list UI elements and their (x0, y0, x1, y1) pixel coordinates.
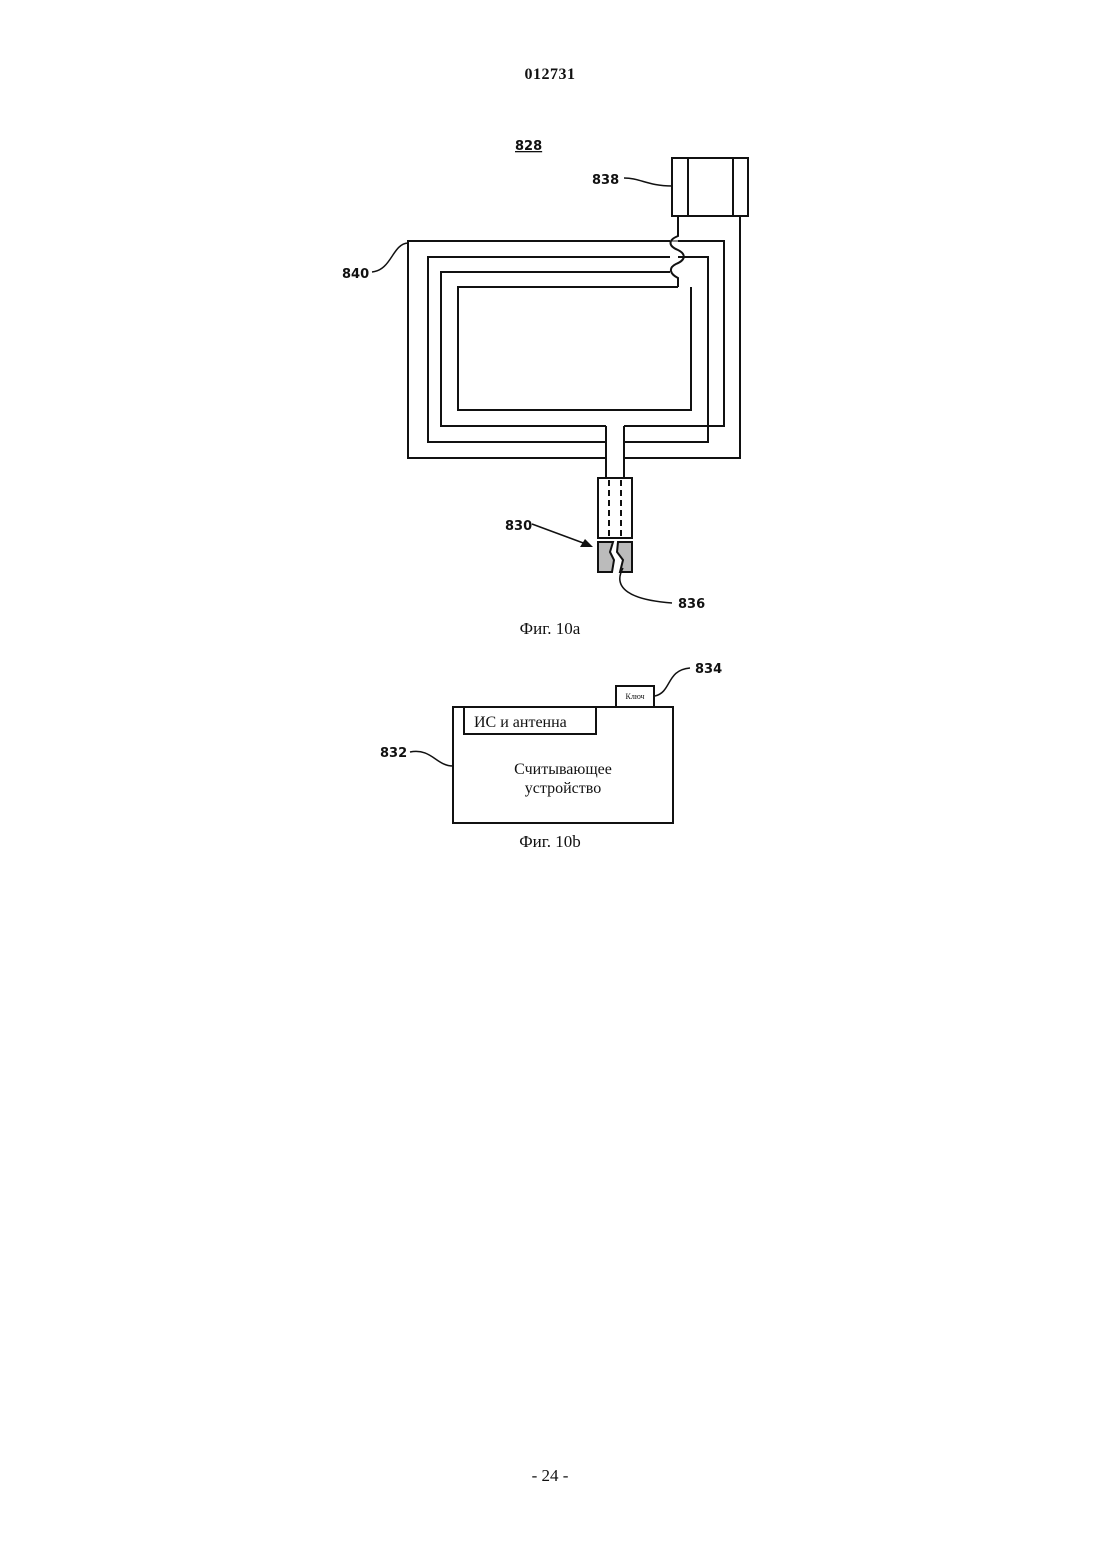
leader-832 (410, 751, 453, 766)
leader-830 (532, 524, 586, 544)
broken-connector-830 (598, 542, 632, 572)
reader-label-line2: устройство (525, 780, 601, 797)
leader-834 (655, 668, 690, 696)
caption-fig-10b: Фиг. 10b (519, 832, 581, 851)
page-number: - 24 - (0, 1466, 1100, 1486)
leader-840 (372, 243, 408, 272)
ref-label-838: 838 (592, 173, 619, 188)
ic-antenna-label: ИС и антенна (474, 714, 567, 731)
component-838 (672, 158, 748, 216)
ref-label-830: 830 (505, 519, 532, 534)
caption-fig-10a: Фиг. 10a (520, 619, 581, 638)
reader-device-832 (453, 686, 673, 823)
ref-label-836: 836 (678, 597, 705, 612)
figure-label-828: 828 (515, 139, 542, 154)
reader-label-line1: Считывающее (514, 761, 612, 778)
ref-label-832: 832 (380, 746, 407, 761)
ref-label-834: 834 (695, 662, 722, 677)
ref-label-840: 840 (342, 267, 369, 282)
key-label: Ключ (625, 692, 644, 701)
leader-838 (624, 178, 672, 186)
leader-836 (620, 568, 672, 603)
antenna-loop-840 (408, 216, 740, 458)
